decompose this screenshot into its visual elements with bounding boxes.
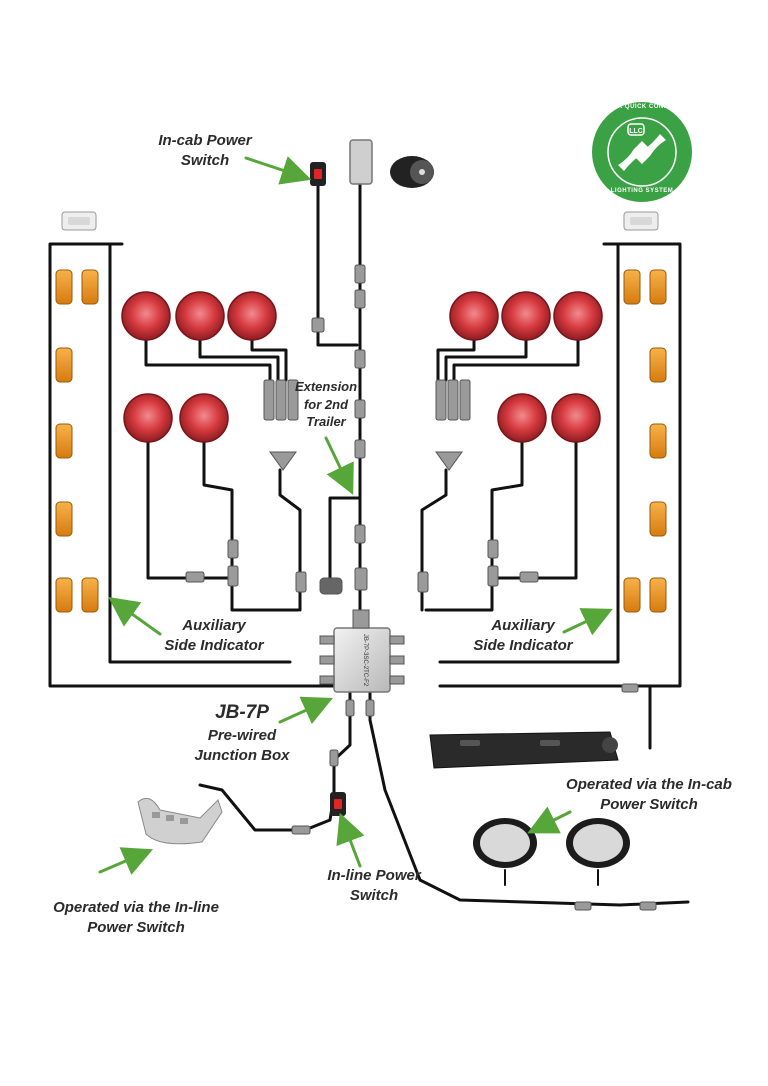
inline-switch: [330, 792, 346, 816]
junction-sub-line-2: Junction Box: [194, 746, 290, 764]
junction-box: [319, 609, 405, 693]
junction-box-callout: JB-7P Pre-wired Junction Box: [180, 700, 304, 766]
aux-indicator-left-label: Auxiliary Side Indicator: [150, 616, 278, 657]
aux-right-line-2: Side Indicator: [473, 637, 573, 655]
extension-label: Extension for 2nd Trailer: [288, 378, 364, 431]
operated-inline-label: Operated via the In-line Power Switch: [38, 898, 234, 939]
inline-switch-line-2: Switch: [349, 887, 399, 905]
operated-incab-line-2: Power Switch: [600, 796, 698, 814]
brand-logo: [592, 102, 692, 202]
in-cab-switch-label: In-cab Power Switch: [145, 131, 265, 172]
aux-left-line-2: Side Indicator: [164, 637, 264, 655]
extension-line-1: Extension: [294, 379, 358, 394]
junction-sub-line-1: Pre-wired: [207, 726, 277, 744]
inline-switch-label: In-line Power Switch: [314, 866, 434, 907]
operated-inline-line-1: Operated via the In-line: [53, 899, 219, 916]
in-cab-switch-line-2: Switch: [180, 152, 230, 170]
extension-line-2: for 2nd: [303, 396, 349, 412]
in-cab-switch: [310, 162, 326, 186]
operated-inline-line-2: Power Switch: [87, 919, 185, 937]
callout-arrows: [98, 156, 613, 875]
corner-lamp: [137, 797, 223, 845]
operated-incab-label: Operated via the In-cab Power Switch: [554, 775, 744, 816]
clearance-lights: [61, 211, 659, 231]
connectors: [185, 264, 657, 911]
operated-incab-line-1: Operated via the In-cab: [566, 776, 732, 793]
logo-ring-top: CLICK QUICK CONNECT: [601, 104, 683, 110]
inline-switch-line-1: In-line Power: [327, 867, 421, 884]
aux-indicator-right-label: Auxiliary Side Indicator: [459, 616, 587, 657]
led-light-bar: [429, 731, 619, 769]
trailer-plug: [349, 139, 434, 188]
logo-ring-bottom: LIGHTING SYSTEM: [610, 188, 674, 194]
extension-line-3: Trailer: [306, 414, 346, 430]
junction-title: JB-7P: [215, 702, 269, 723]
aux-left-line-1: Auxiliary: [182, 617, 246, 634]
junction-box-label: JB-7P-3SC-2TC-F2: [362, 634, 368, 687]
aux-right-line-1: Auxiliary: [491, 617, 555, 634]
in-cab-switch-line-1: In-cab Power: [158, 132, 252, 149]
stop-tail-lamps: [121, 291, 603, 443]
work-lights: [473, 818, 630, 868]
amber-markers: [55, 269, 667, 613]
logo-badge: LLC: [629, 128, 643, 135]
